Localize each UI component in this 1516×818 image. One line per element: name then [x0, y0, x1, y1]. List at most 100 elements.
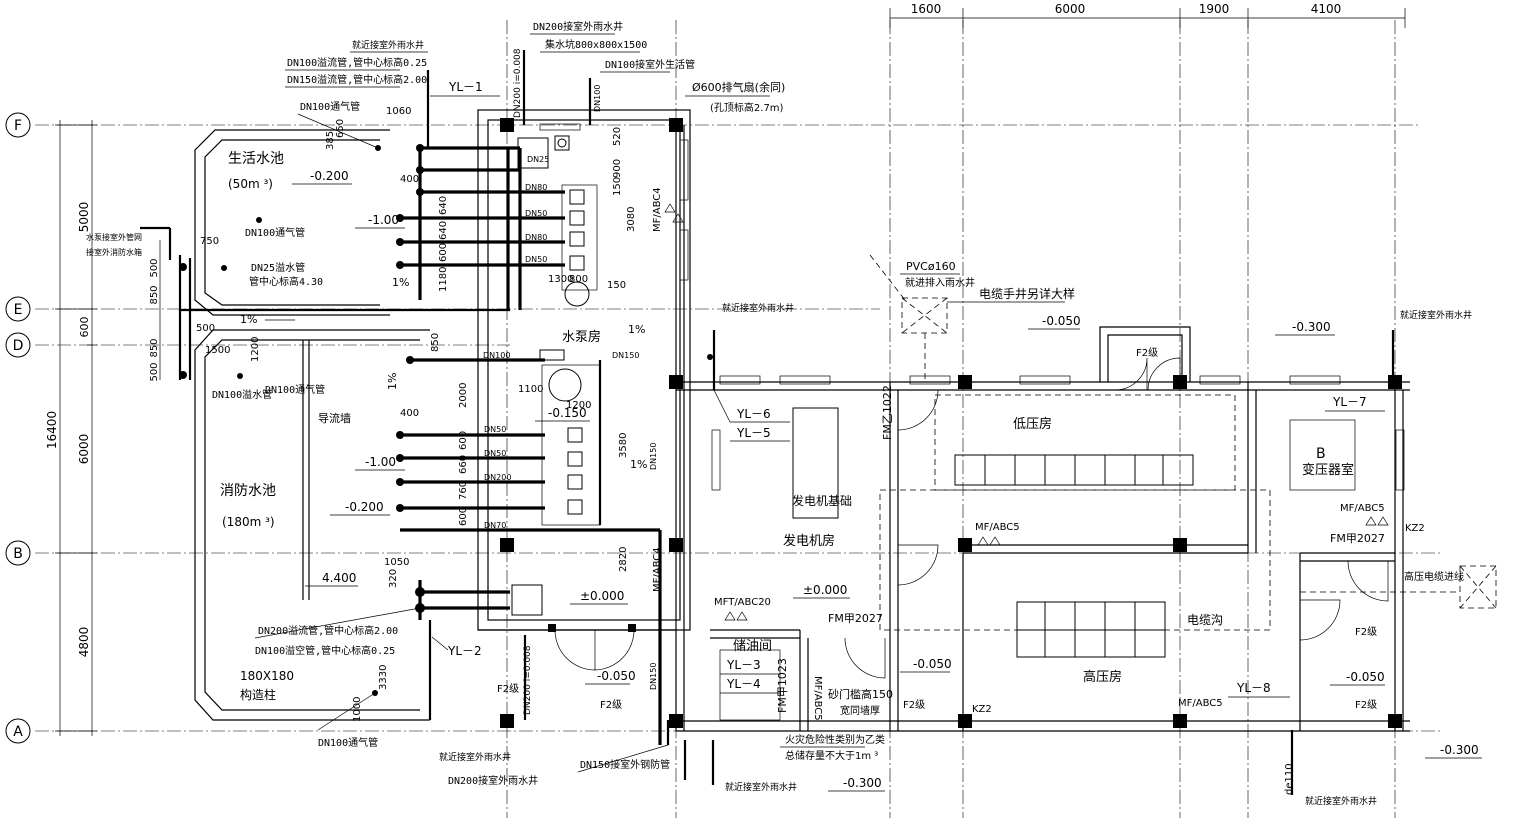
- drawing-label: F: [14, 118, 22, 134]
- drawing-label: 3330: [378, 665, 389, 690]
- drawing-label: DN200 i=0.008: [523, 645, 533, 715]
- room-pump: 水泵房: [562, 329, 601, 345]
- drawing-label: DN50: [525, 255, 547, 264]
- room-fire-pool: 消防水池: [220, 483, 276, 499]
- drawing-label: F2级: [1136, 347, 1158, 359]
- building-walls: [477, 109, 1410, 732]
- drawing-label: MF/ABC5: [812, 676, 823, 721]
- drawing-label: -0.050: [1346, 670, 1385, 684]
- drawing-label: 320: [388, 569, 399, 588]
- drawing-label: A: [13, 724, 23, 740]
- drawing-label: DN100溢水管: [212, 388, 272, 401]
- drawing-label: YL－2: [447, 644, 482, 658]
- drawing-label: 1100: [518, 384, 543, 395]
- drawing-label: -0.300: [843, 776, 882, 790]
- drawing-label: 500: [196, 323, 215, 334]
- drawing-label: YL－8: [1236, 681, 1271, 695]
- extinguisher-labels: MF/ABC4 MF/ABC4 MF/ABC5 MF/ABC5 MFT/ABC2…: [652, 187, 1389, 721]
- drawing-label: DN80: [525, 233, 547, 242]
- drawing-label: 总储存量不大于1m ³: [785, 749, 878, 762]
- cable-trench-dashed: [869, 254, 1497, 631]
- drawing-label: DN150接室外钢防管: [580, 758, 670, 771]
- drawing-label: 电缆手井另详大样: [979, 286, 1075, 301]
- drawing-label: DN100通气管: [245, 226, 305, 239]
- small-dimensions: 1060 385 650 400 640 640 600 1180 750 15…: [196, 106, 637, 722]
- drawing-label: 构造柱: [240, 687, 276, 702]
- drawing-label: DN200接室外雨水井: [448, 774, 538, 787]
- drawing-label: 640: [438, 196, 449, 215]
- slope-marks: 1% 1% 1% 1% 1%: [240, 276, 647, 471]
- living-pool-walls: [194, 129, 390, 316]
- axis-bubble-d: D: [5, 332, 31, 358]
- drawing-label: DN80: [525, 183, 547, 192]
- drawing-label: 就近接室外雨水井: [1400, 309, 1472, 321]
- room-transformer: 变压器室: [1302, 462, 1354, 478]
- drawing-label: 500: [149, 258, 160, 277]
- drawing-label: F2级: [903, 699, 925, 711]
- dim-left-600: 600: [78, 317, 91, 338]
- dim-left-6000: 6000: [77, 434, 91, 465]
- room-high-voltage: 高压房: [1083, 669, 1122, 685]
- drawing-label: 400: [400, 408, 419, 419]
- drawing-label: 600: [458, 431, 469, 450]
- drawing-label: 2000: [458, 383, 469, 408]
- drawing-label: DN150: [649, 663, 658, 690]
- drawing-label: 1%: [240, 313, 257, 326]
- room-generator: 发电机房: [783, 533, 835, 549]
- drawing-label: 500: [149, 362, 160, 381]
- drawing-label: 集水坑800x800x1500: [545, 38, 647, 51]
- drawing-label: 高压电缆进线: [1404, 570, 1464, 583]
- drawing-label: 750: [200, 236, 219, 247]
- drawing-label: 2820: [618, 547, 629, 572]
- drawing-label: 1%: [630, 458, 647, 471]
- drawing-label: DN50: [484, 425, 506, 434]
- drawing-label: D: [13, 338, 24, 354]
- drawing-label: 就近接室外雨水井: [722, 302, 794, 314]
- drawing-label: MF/ABC5: [975, 522, 1020, 533]
- drawing-label: DN150溢流管,管中心标高2.00: [287, 73, 427, 86]
- drawing-label: -1.00: [368, 213, 399, 227]
- drawing-label: DN100: [593, 85, 602, 112]
- drawing-label: ±0.000: [803, 583, 847, 597]
- pipe-labels: YL－1 YL－2 YL－3 YL－4 YL－5 YL－6 YL－7 YL－8 …: [86, 20, 1472, 807]
- drawing-label: YL－6: [736, 407, 771, 421]
- drawing-label: 就近接室外雨水井: [352, 39, 424, 51]
- dn-marks: DN80 DN50 DN80 DN50 DN25 DN100 DN150 DN5…: [483, 48, 658, 715]
- drawing-label: MF/ABC5: [1340, 503, 1385, 514]
- fire-pool-walls: [194, 329, 430, 721]
- drawing-label: 1050: [384, 557, 409, 568]
- drawing-label: DN100溢空管,管中心标高0.25: [255, 644, 395, 657]
- structural-columns: [500, 118, 1402, 728]
- drawing-label: DN200: [484, 473, 511, 482]
- drawing-label: 850: [430, 333, 441, 352]
- door-labels: FM乙1022 FM甲2027 FM甲1023 FM甲2027 F2级 F2级 …: [497, 347, 1385, 713]
- drawing-label: DN150: [649, 443, 658, 470]
- drawing-label: 1%: [392, 276, 409, 289]
- sump-pit: [511, 137, 549, 616]
- drawing-label: YL－5: [736, 426, 771, 440]
- column-tag-kz2-a: KZ2: [972, 704, 992, 715]
- drawing-label: 1180: [438, 267, 449, 292]
- drawing-label: DN25溢水管: [251, 261, 305, 274]
- drawing-label: 宽同墙厚: [840, 704, 880, 717]
- room-cable-trench: 电缆沟: [1187, 613, 1223, 627]
- drawing-label: 1500: [205, 345, 230, 356]
- drawing-label: (孔顶标高2.7m): [710, 101, 784, 114]
- drawing-label: 600: [458, 507, 469, 526]
- drawing-label: ±0.000: [580, 589, 624, 603]
- drawing-label: YL－1: [448, 80, 483, 94]
- room-transformer-b: B: [1316, 446, 1326, 462]
- label-guide-wall: 导流墙: [318, 411, 351, 425]
- drawing-label: 就进排入雨水井: [905, 276, 975, 289]
- axis-bubble-b: B: [5, 540, 31, 566]
- drawing-label: 640: [438, 221, 449, 240]
- drawing-label: F2级: [497, 683, 519, 695]
- drawing-label: YL－3: [726, 658, 761, 672]
- axis-bubble-e: E: [5, 296, 31, 322]
- drawing-label: DN200溢流管,管中心标高2.00: [258, 624, 398, 637]
- left-dimension-lines: 16400 5000 600 6000 4800 850 500 500 850: [45, 120, 161, 736]
- drawing-label: -0.050: [1042, 314, 1081, 328]
- drawing-label: 3580: [618, 433, 629, 458]
- drawing-label: de110: [1284, 763, 1295, 795]
- drawing-label: DN25: [527, 155, 549, 164]
